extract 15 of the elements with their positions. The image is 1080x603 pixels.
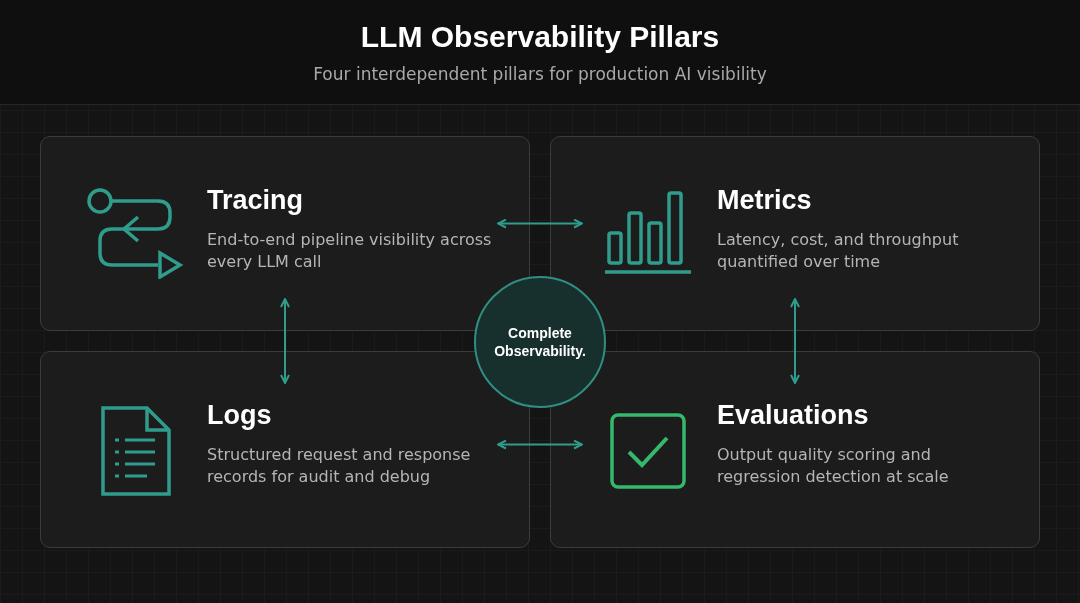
hub-label: Complete Observability. [493, 324, 587, 360]
card-heading: Metrics [717, 185, 812, 216]
card-heading: Evaluations [717, 400, 869, 431]
double-arrow [280, 298, 290, 384]
subtitle: Four interdependent pillars for production AI visibility [312, 64, 768, 84]
card-description: Output quality scoring and regression detection at scale [717, 444, 950, 488]
card-description: End-to-end pipeline visibility across every LLM call [207, 229, 493, 273]
card-description: Latency, cost, and throughput quantified over time [717, 229, 960, 273]
card-heading: Tracing [207, 185, 304, 216]
card-description: Structured request and response records for audit and debug [207, 444, 472, 488]
title: LLM Observability Pillars [359, 20, 721, 54]
double-arrow [790, 298, 800, 384]
double-arrow [497, 218, 583, 229]
double-arrow [497, 439, 583, 450]
card-heading: Logs [207, 400, 272, 431]
